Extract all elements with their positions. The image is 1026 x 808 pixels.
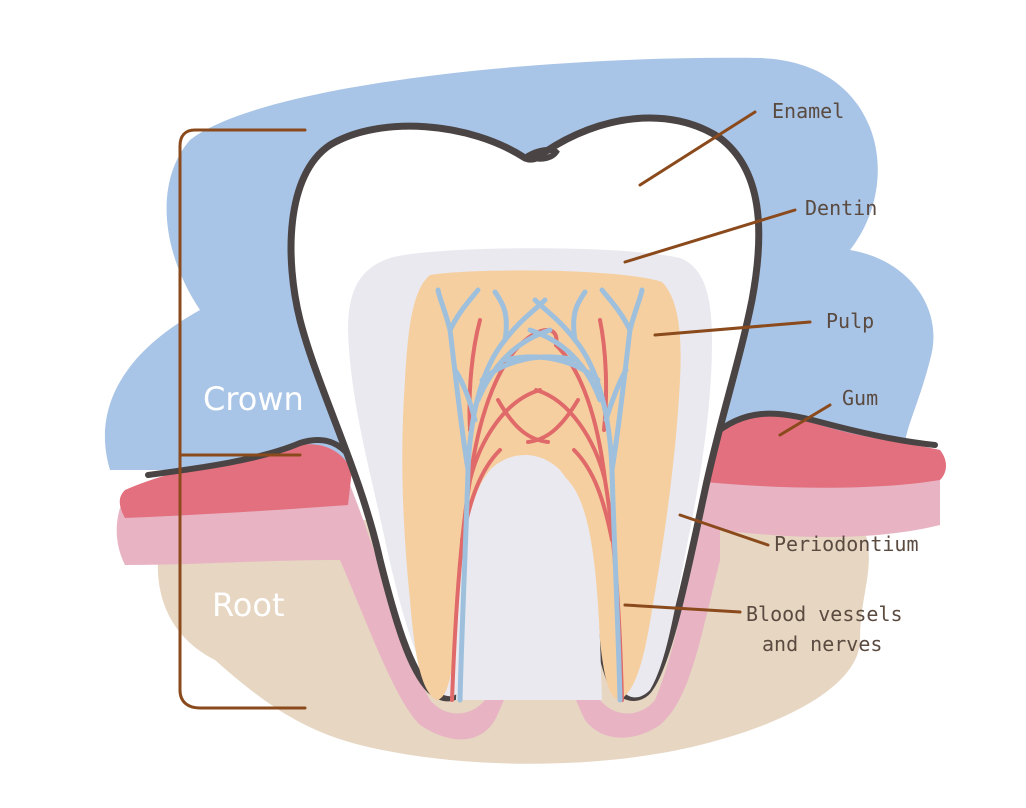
leader-gum [778,403,832,437]
label-dentin: Dentin [805,196,877,220]
gum-outline-left [145,437,349,478]
pulp-floor [456,466,602,700]
tooth-notch [525,146,560,162]
label-vessels-line1: Blood vessels [746,602,903,626]
leader-dentin [623,208,797,264]
leader-vessels [623,603,742,614]
leader-enamel [638,110,757,187]
label-enamel: Enamel [772,99,844,123]
gum-tissue-right [705,415,946,488]
crown-root-bracket [178,128,307,710]
label-vessels-line2: and nerves [762,632,882,656]
leader-pulp [653,320,812,337]
label-crown: Crown [203,380,304,418]
nerves-blue [435,287,645,703]
leader-periodontium [678,513,770,547]
label-pulp: Pulp [826,309,874,333]
label-root: Root [212,586,285,624]
gum-outline-right [709,410,938,448]
label-gum: Gum [842,386,878,410]
gum-tissue [119,444,352,518]
label-periodontium: Periodontium [774,532,919,556]
